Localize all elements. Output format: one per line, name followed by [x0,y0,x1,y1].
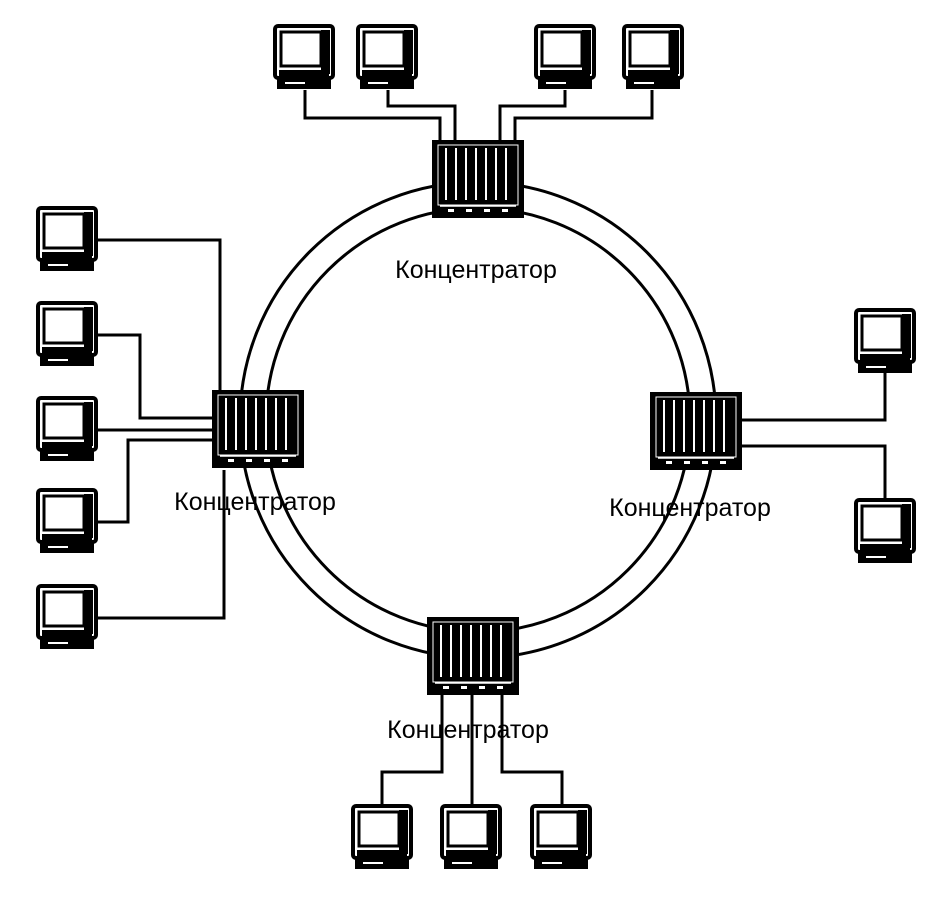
workstation-icon [273,24,335,91]
ring-cable [238,180,718,660]
workstation-icon [36,584,98,651]
workstations-right [854,308,916,565]
hub-left: Концентратор [174,389,336,516]
top-hub-links [303,90,654,150]
bottom-hub-links [380,690,564,806]
hub-bottom-label: Концентратор [387,716,549,744]
hub-top: Концентратор [395,139,557,284]
right-hub-links [742,368,887,498]
workstation-icon [854,498,916,565]
workstation-icon [356,24,418,91]
workstation-icon [622,24,684,91]
left-hub-links [98,238,226,620]
workstation-icon [36,301,98,368]
workstations-left [36,206,98,651]
hub-left-label: Концентратор [174,488,336,516]
hub-right: Концентратор [609,391,771,522]
hub-right-label: Концентратор [609,494,771,522]
workstation-icon [351,804,413,871]
hub-top-label: Концентратор [395,256,557,284]
workstation-icon [36,206,98,273]
workstation-icon [36,488,98,555]
workstation-icon [440,804,502,871]
workstation-icon [530,804,592,871]
workstation-icon [854,308,916,375]
workstation-icon [36,396,98,463]
hub-bottom: Концентратор [387,616,549,744]
workstations-bottom [351,804,592,871]
workstations-top [273,24,684,91]
workstation-icon [534,24,596,91]
